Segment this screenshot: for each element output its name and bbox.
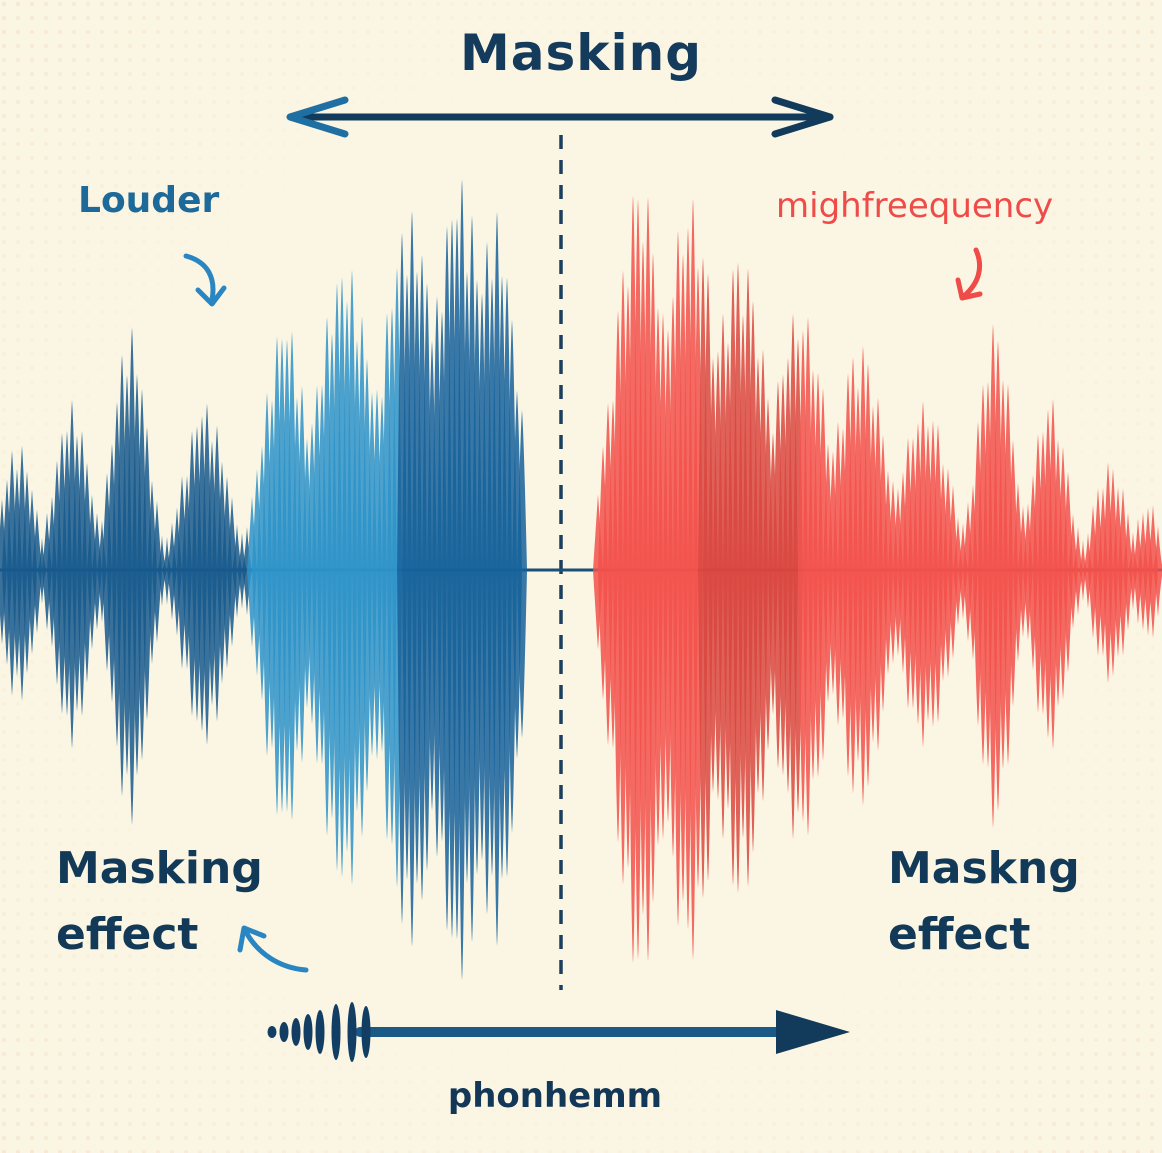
waveform-spike (77, 430, 87, 717)
waveform-spike (1083, 532, 1093, 610)
waveform-spike (42, 512, 52, 631)
waveform-spike (1013, 482, 1023, 662)
waveform-spike (933, 424, 943, 724)
waveform-spike (162, 536, 172, 605)
double-arrow-icon (286, 96, 834, 138)
mini-wave-bar (267, 1026, 277, 1038)
curved-arrow-icon (955, 247, 983, 301)
waveform-spike (1008, 440, 1018, 707)
mini-wave-bar (279, 1022, 289, 1042)
waveform-spike (7, 450, 17, 696)
waveform-spike (87, 494, 97, 650)
masking-effect-right-line1: Maskng (888, 843, 1080, 894)
waveform-spike (67, 400, 77, 749)
waveform-spike (948, 485, 958, 660)
waveform-spike (227, 496, 237, 647)
waveform-spike (1138, 512, 1148, 631)
waveform-spike (1128, 531, 1138, 611)
waveform-spike (873, 397, 883, 752)
waveform-spike (172, 507, 182, 636)
waveform-spike (167, 522, 177, 620)
waveform-spike (1048, 398, 1058, 750)
mini-wave-bar (315, 1010, 325, 1054)
waveform-spike (517, 409, 527, 739)
waveform-spike (1068, 513, 1078, 629)
waveform-spike (152, 500, 162, 643)
curved-arrow-icon (183, 253, 227, 307)
mini-wave-bar (303, 1014, 313, 1050)
waveform-spike (217, 461, 227, 684)
waveform-spike (147, 480, 157, 665)
waveform-spike (958, 522, 968, 620)
waveform-spike (963, 501, 973, 642)
waveform-spike (157, 535, 167, 607)
waveform-spike (888, 480, 898, 664)
waveform-spike (883, 470, 893, 675)
waveform-spike (17, 445, 27, 701)
curved-arrow-icon (237, 925, 309, 973)
waveform-spike (1118, 488, 1128, 656)
waveform-spike (97, 520, 107, 623)
waveform-spike (878, 434, 888, 713)
masking-effect-left-line2: effect (56, 909, 199, 960)
waveform-spike (347, 269, 357, 886)
waveform-spike (22, 471, 32, 674)
masking-effect-right-label: Maskng effect (888, 836, 1080, 968)
mini-wave-bar (291, 1018, 301, 1046)
blue-waveform (0, 179, 527, 981)
waveform-spike (137, 389, 147, 760)
waveform-spike (1108, 468, 1118, 677)
louder-label: Louder (78, 180, 220, 221)
waveform-spike (1143, 507, 1153, 636)
masking-effect-right-line2: effect (888, 909, 1031, 960)
waveform-spike (507, 319, 517, 833)
waveform-spike (212, 425, 222, 722)
waveform-spike (953, 517, 963, 626)
waveform-spike (237, 532, 247, 609)
waveform-spike (818, 387, 828, 762)
waveform-spike (222, 476, 232, 669)
high-frequency-label: mighfreequency (776, 186, 1054, 226)
waveform-spike (1058, 446, 1068, 700)
masking-effect-left-line1: Masking (56, 843, 263, 894)
waveform-spike (82, 462, 92, 683)
waveform-spike (1153, 525, 1162, 617)
waveform-spike (37, 537, 47, 604)
red-waveform (593, 195, 1162, 964)
phoneme-label: phonhemm (447, 1076, 663, 1116)
waveform-spike (1003, 384, 1013, 766)
waveform-spike (32, 509, 42, 634)
waveform-spike (1148, 505, 1158, 638)
masking-effect-left-label: Masking effect (56, 836, 263, 968)
waveform-spike (287, 331, 297, 821)
waveform-spike (1023, 503, 1033, 641)
waveform-spike (27, 489, 37, 655)
waveform-spike (1018, 505, 1028, 638)
mini-wave-bar (361, 1006, 371, 1058)
mini-wave-bar (331, 1004, 341, 1060)
waveform-spike (232, 524, 242, 619)
waveform-spike (1088, 504, 1098, 639)
waveform-spike (92, 512, 102, 630)
waveform-spike (142, 427, 152, 721)
waveform-spike (1063, 471, 1073, 674)
diagram-title: Masking (459, 24, 703, 82)
waveform-spike (1123, 512, 1133, 631)
waveform-spike (202, 403, 212, 745)
waveform-spike (1133, 518, 1143, 624)
waveform-spike (242, 526, 252, 616)
waveform-spike (863, 363, 873, 787)
timeline-arrow-icon (267, 1002, 850, 1062)
waveform-spike (943, 467, 953, 678)
mini-wave-bar (347, 1002, 357, 1062)
waveform-spike (763, 397, 773, 751)
waveform-spike (1078, 539, 1088, 602)
waveform-spike (703, 273, 713, 882)
waveform-spike (297, 385, 307, 764)
waveform-spike (758, 349, 768, 802)
waveform-spike (1073, 526, 1083, 616)
